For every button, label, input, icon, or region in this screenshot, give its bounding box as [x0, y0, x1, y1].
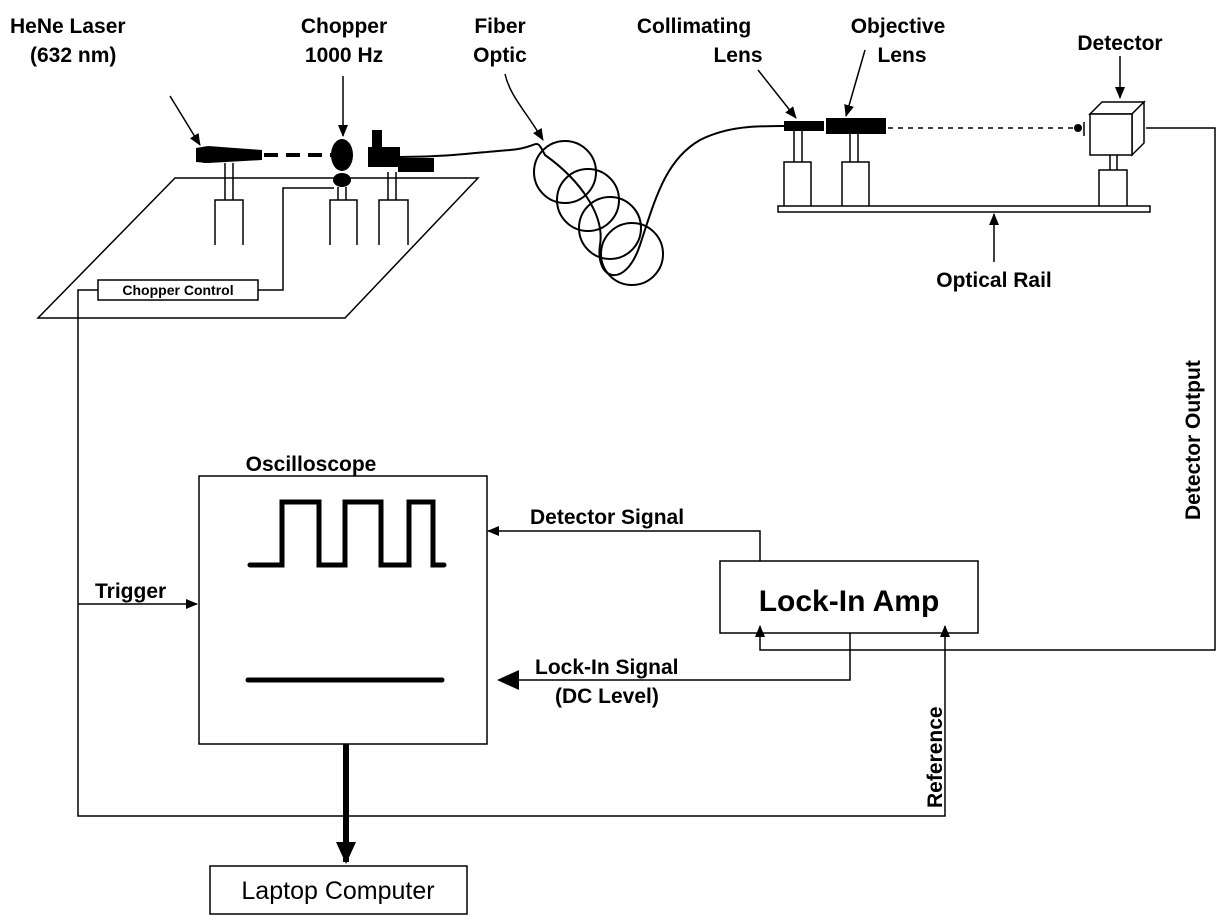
lockin-amp-box: [719, 560, 979, 634]
lockin-signal-line: [497, 633, 851, 690]
reference-label: Reference: [924, 706, 947, 808]
detector-signal-line: [487, 526, 761, 561]
fiber-label-line2: Optic: [473, 44, 527, 67]
detector-label: Detector: [1077, 32, 1162, 55]
detector-output-label: Detector Output: [1182, 360, 1205, 520]
objective-pointer-arrow: [844, 49, 866, 117]
laser-label-line1: HeNe Laser: [10, 15, 126, 38]
fiber-label-line1: Fiber: [474, 15, 525, 38]
optical-breadboard: [36, 177, 480, 319]
trigger-reference-cable: [77, 289, 950, 817]
detector-output-cable: [755, 127, 1216, 651]
chopper-label-line2: 1000 Hz: [305, 44, 383, 67]
hene-laser: [196, 146, 262, 245]
collimating-label-line2: Lens: [713, 44, 762, 67]
lockin-signal-label-line2: (DC Level): [555, 685, 659, 708]
optical-rail-label: Optical Rail: [936, 269, 1052, 292]
chopper-control-cable: [258, 187, 334, 291]
laptop-computer-label: Laptop Computer: [241, 877, 434, 905]
chopper-label-line1: Chopper: [301, 15, 387, 38]
fiber-loop-2: [556, 168, 620, 232]
oscilloscope-label: Oscilloscope: [246, 453, 377, 476]
lockin-signal-label-line1: Lock-In Signal: [535, 656, 679, 679]
laser-label-line2: (632 nm): [30, 44, 116, 67]
fiber-loop-4: [600, 222, 664, 286]
collimating-pointer-arrow: [757, 69, 797, 119]
fiber-optic-cable: [399, 124, 791, 277]
optical-chopper: [329, 139, 358, 245]
fiber-pointer-arrow: [504, 73, 544, 141]
fiber-coupler: [368, 130, 434, 245]
optical-rail: [777, 205, 1151, 213]
chopper-control-label: Chopper Control: [122, 282, 233, 298]
square-wave-trace: [247, 499, 447, 568]
detector-unit: [1074, 100, 1146, 209]
collimating-label-line1: Collimating: [637, 15, 751, 38]
objective-label-line2: Lens: [877, 44, 926, 67]
objective-label-line1: Objective: [851, 15, 946, 38]
fiber-loop-1: [533, 140, 597, 204]
collimating-lens: [783, 121, 824, 209]
detector-signal-label: Detector Signal: [530, 506, 684, 529]
laser-pointer-arrow: [169, 95, 201, 146]
fiber-loop-3: [578, 196, 642, 260]
laptop-computer-box: [209, 865, 468, 915]
lockin-amp-label: Lock-In Amp: [759, 585, 940, 618]
objective-lens: [826, 118, 886, 209]
trigger-label: Trigger: [95, 580, 166, 603]
